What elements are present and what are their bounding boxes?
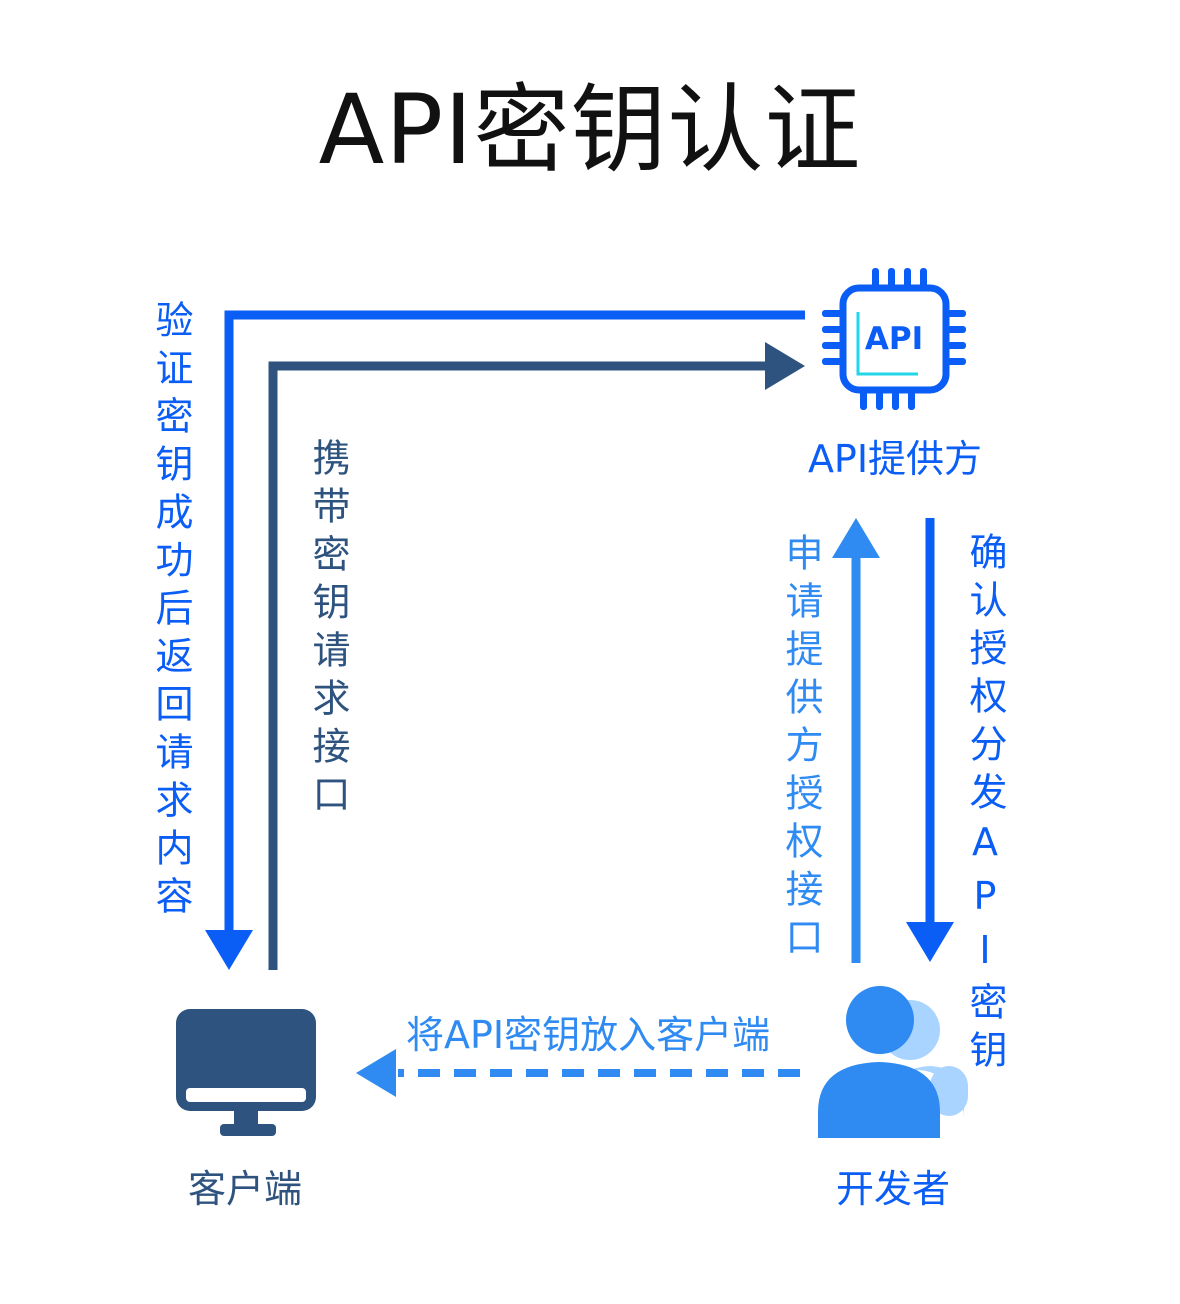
users-icon (818, 986, 968, 1138)
arrow-put-key (356, 1049, 800, 1097)
label-apply-auth: 申请提供方授权接口 (779, 533, 823, 965)
label-put-key: 将API密钥放入客户端 (406, 1013, 771, 1057)
arrow-confirm-issue (906, 518, 954, 962)
arrow-apply-auth (832, 518, 880, 963)
label-verify-return: 验证密钥成功后返回请求内容 (149, 300, 193, 924)
label-carry-key: 携带密钥请求接口 (306, 438, 350, 822)
api-chip-icon: API (822, 268, 966, 410)
provider-label: API提供方 (807, 437, 983, 481)
arrow-carry-key (268, 342, 805, 970)
api-chip-text: API (865, 321, 923, 357)
client-label: 客户端 (187, 1167, 302, 1211)
label-confirm-issue: 确认授权分发API密钥 (963, 532, 1007, 1078)
developer-label: 开发者 (835, 1167, 950, 1211)
monitor-icon (176, 1009, 316, 1136)
arrow-verify-return (205, 310, 805, 970)
page-title: API密钥认证 (318, 74, 862, 186)
